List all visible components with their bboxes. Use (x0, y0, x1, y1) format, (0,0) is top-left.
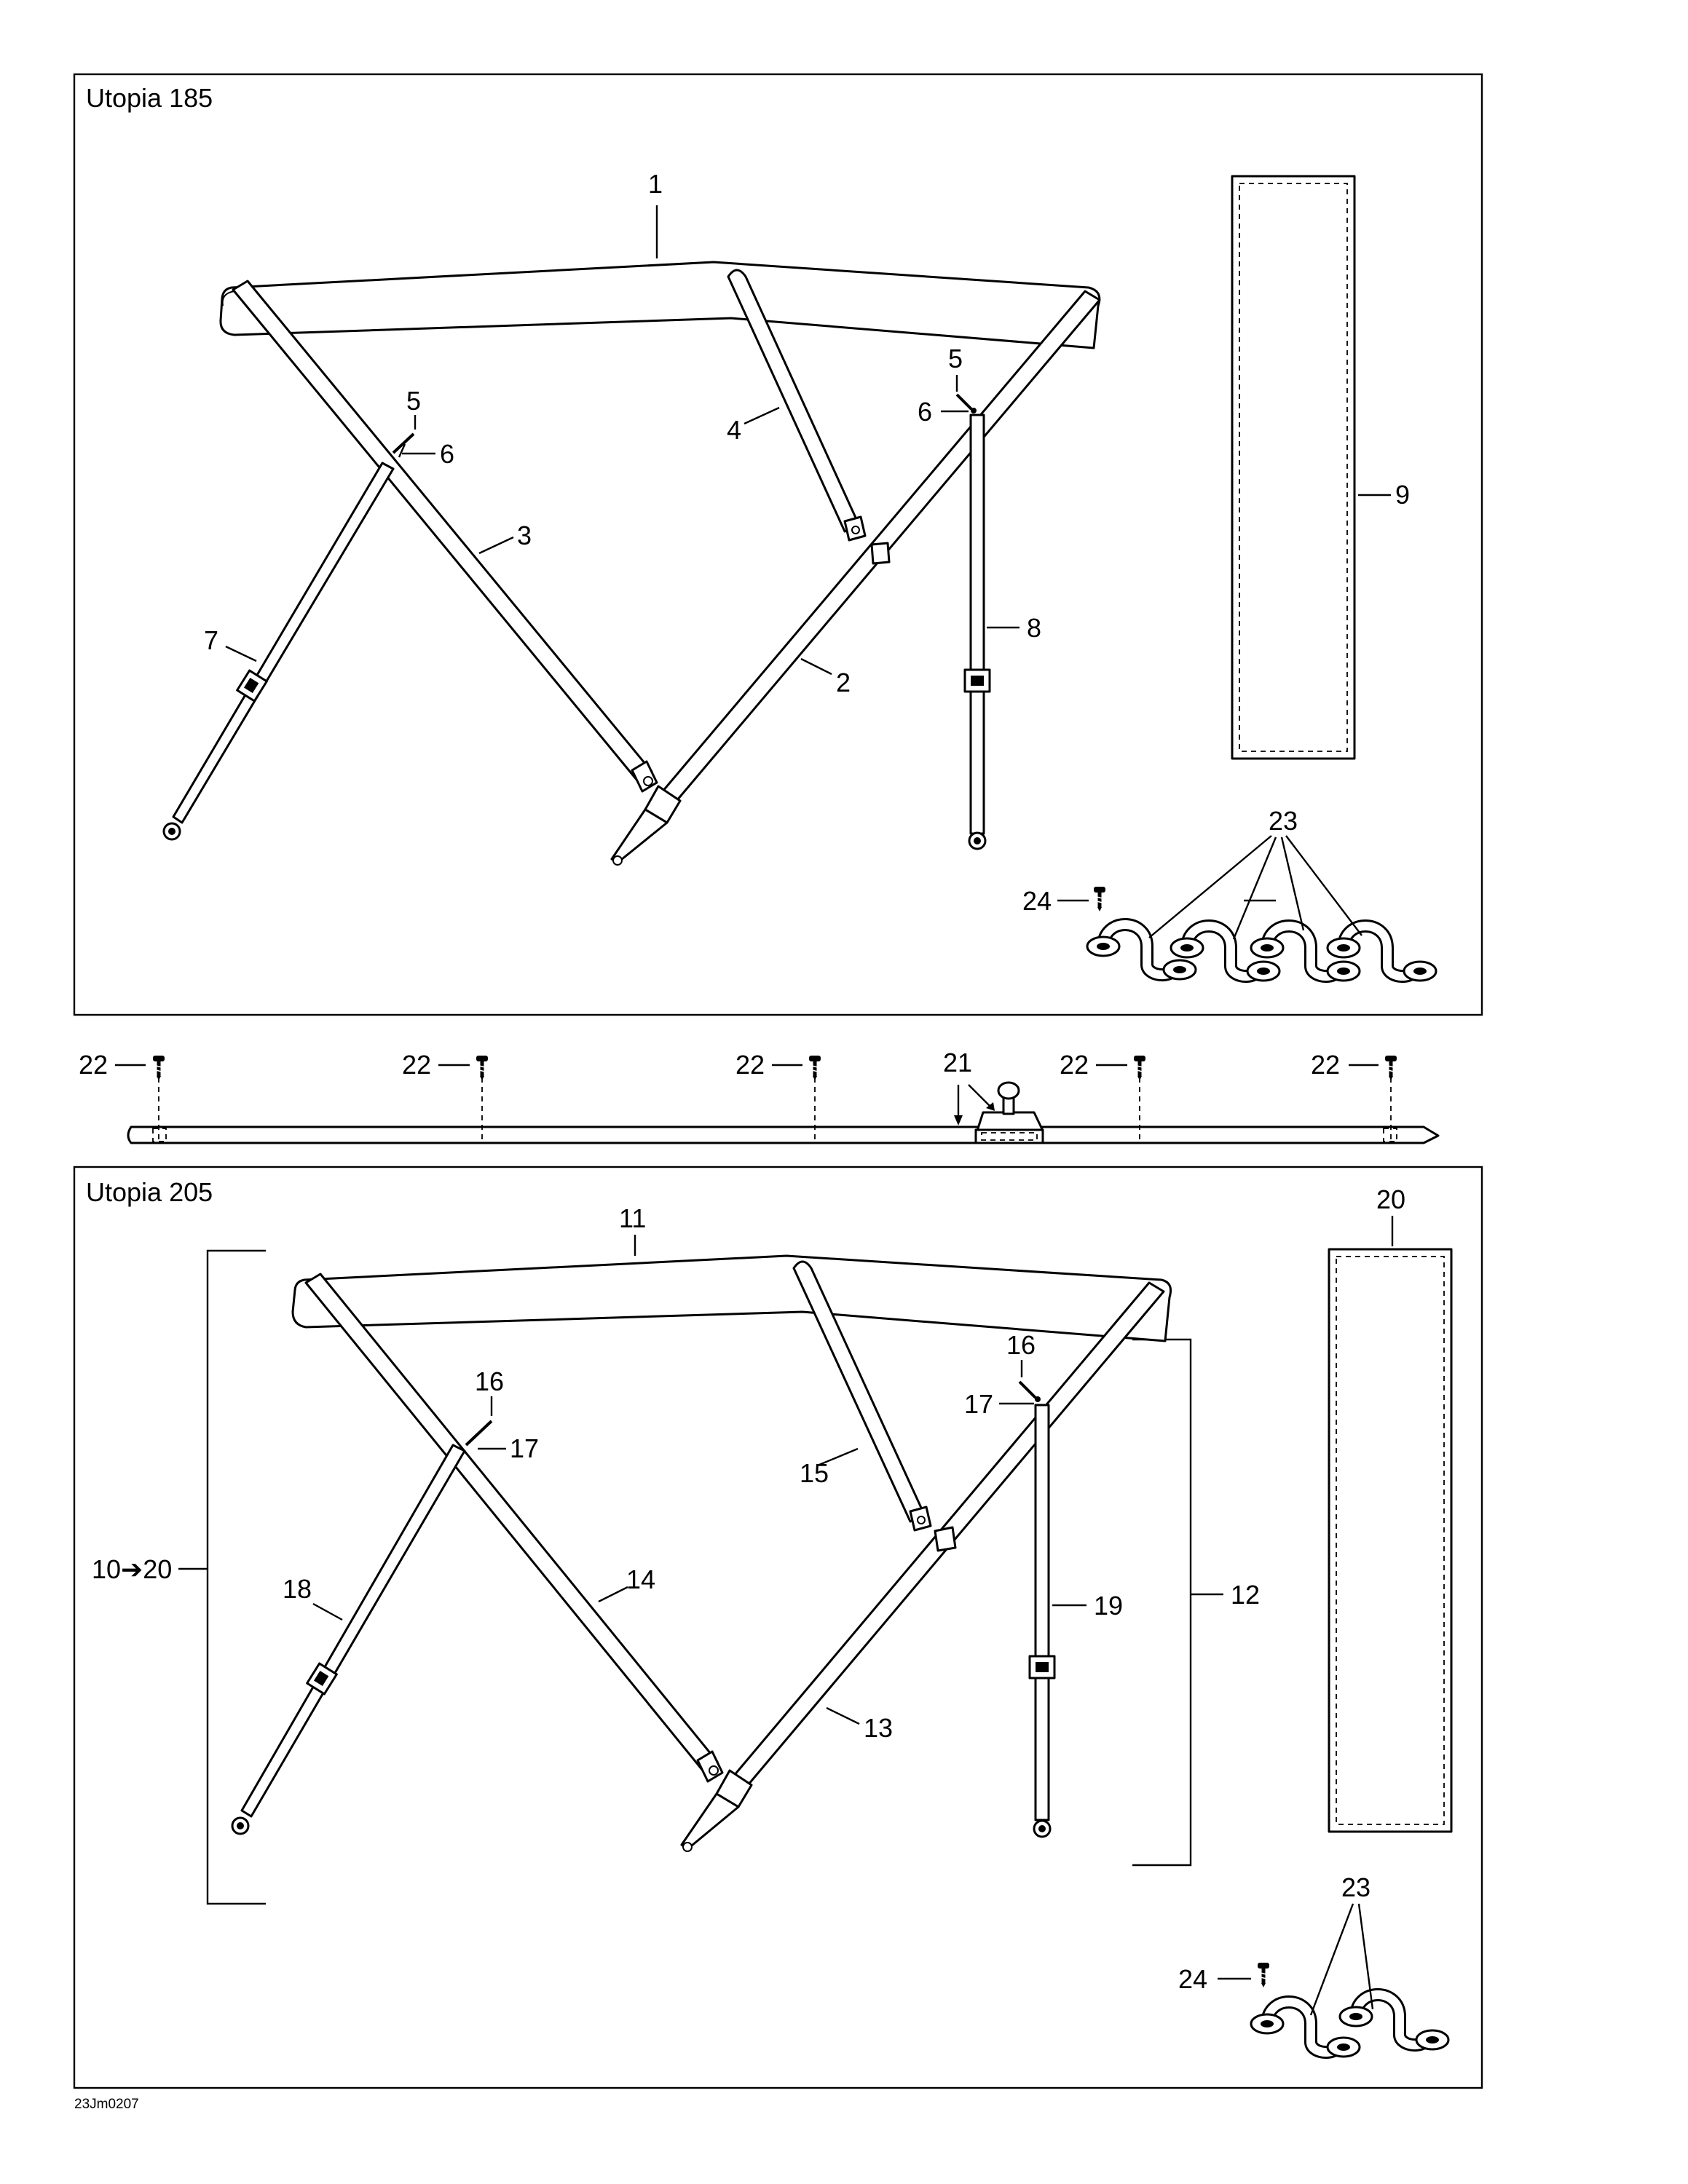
callout-17-right: 17 (964, 1389, 993, 1419)
callout-5-left: 5 (406, 386, 421, 416)
front-frame-tube-205 (680, 1281, 1165, 1852)
storage-boot-185 (1231, 175, 1356, 760)
callout-14: 14 (626, 1564, 655, 1594)
panel-frame-utopia-185 (73, 73, 1483, 1016)
callout-4: 4 (727, 415, 741, 445)
callout-24: 24 (1022, 886, 1052, 916)
footman-loops-205 (1251, 1995, 1448, 2057)
footman-loops-185 (1087, 925, 1436, 981)
fastener-5-6-right-185 (955, 393, 977, 414)
right-strap-205 (1028, 1404, 1056, 1838)
screw-icon (153, 1056, 165, 1080)
callout-10-to-20: 10➔20 (92, 1554, 172, 1584)
canopy-brace-185 (727, 269, 867, 542)
callout-22: 22 (402, 1050, 431, 1080)
screw-icon (476, 1056, 488, 1080)
callout-6-left: 6 (440, 439, 454, 469)
callout-15: 15 (800, 1458, 829, 1488)
callout-16-right: 16 (1006, 1330, 1036, 1360)
callout-16-left: 16 (475, 1366, 504, 1396)
front-frame-tube-185 (610, 290, 1101, 866)
rear-frame-tube-185 (232, 280, 658, 793)
leader-lines-185 (225, 205, 1391, 940)
callout-8: 8 (1027, 613, 1041, 643)
bimini-canopy-205 (291, 1254, 1172, 1342)
callout-13: 13 (864, 1713, 893, 1743)
screw-icon (809, 1056, 821, 1080)
callout-7: 7 (204, 625, 218, 655)
screw-icon (1094, 887, 1105, 911)
callout-1: 1 (648, 169, 663, 199)
rear-frame-tube-205 (304, 1273, 724, 1783)
screw-icon (1258, 1963, 1269, 1987)
bimini-canopy-185 (219, 261, 1101, 349)
callout-22: 22 (1060, 1050, 1089, 1080)
fastener-16-17-right-205 (1018, 1380, 1041, 1402)
leader-lines-rail (115, 1064, 1379, 1125)
callout-5-right: 5 (948, 344, 963, 373)
panel-title-utopia-205: Utopia 205 (86, 1177, 213, 1207)
storage-boot-205 (1328, 1248, 1453, 1833)
canopy-brace-205 (792, 1260, 932, 1532)
callout-23: 23 (1341, 1872, 1370, 1902)
rail-knob-21 (974, 1081, 1044, 1144)
leader-lines-205 (312, 1216, 1394, 2016)
callout-19: 19 (1094, 1591, 1123, 1621)
bracket-right-205 (1132, 1338, 1223, 1867)
callout-11: 11 (619, 1203, 646, 1233)
callout-3: 3 (517, 521, 532, 550)
panel-frame-utopia-205 (73, 1166, 1483, 2089)
fastener-16-17-left-205 (465, 1420, 493, 1447)
callout-2: 2 (836, 668, 851, 697)
bracket-left-205 (178, 1249, 266, 1905)
callout-20: 20 (1376, 1184, 1405, 1214)
callout-24: 24 (1178, 1964, 1207, 1994)
callout-22: 22 (79, 1050, 108, 1080)
panel-title-utopia-185: Utopia 185 (86, 83, 213, 113)
callout-12: 12 (1231, 1580, 1260, 1610)
callout-22: 22 (1311, 1050, 1340, 1080)
callout-23: 23 (1269, 806, 1298, 836)
fastener-5-6-left-185 (392, 432, 415, 458)
mounting-rail (127, 1077, 1440, 1144)
left-strap-185 (162, 462, 395, 841)
screw-icon (1385, 1056, 1397, 1080)
callout-6-right: 6 (918, 397, 932, 427)
figure-code: 23Jm0207 (74, 2097, 139, 2112)
callout-22: 22 (735, 1050, 765, 1080)
screw-icon (1134, 1056, 1145, 1080)
callout-21: 21 (943, 1048, 972, 1077)
callout-9: 9 (1395, 480, 1410, 510)
callout-18: 18 (283, 1574, 312, 1604)
right-strap-185 (963, 414, 991, 850)
left-strap-205 (231, 1444, 466, 1835)
callout-17-left: 17 (510, 1433, 539, 1463)
